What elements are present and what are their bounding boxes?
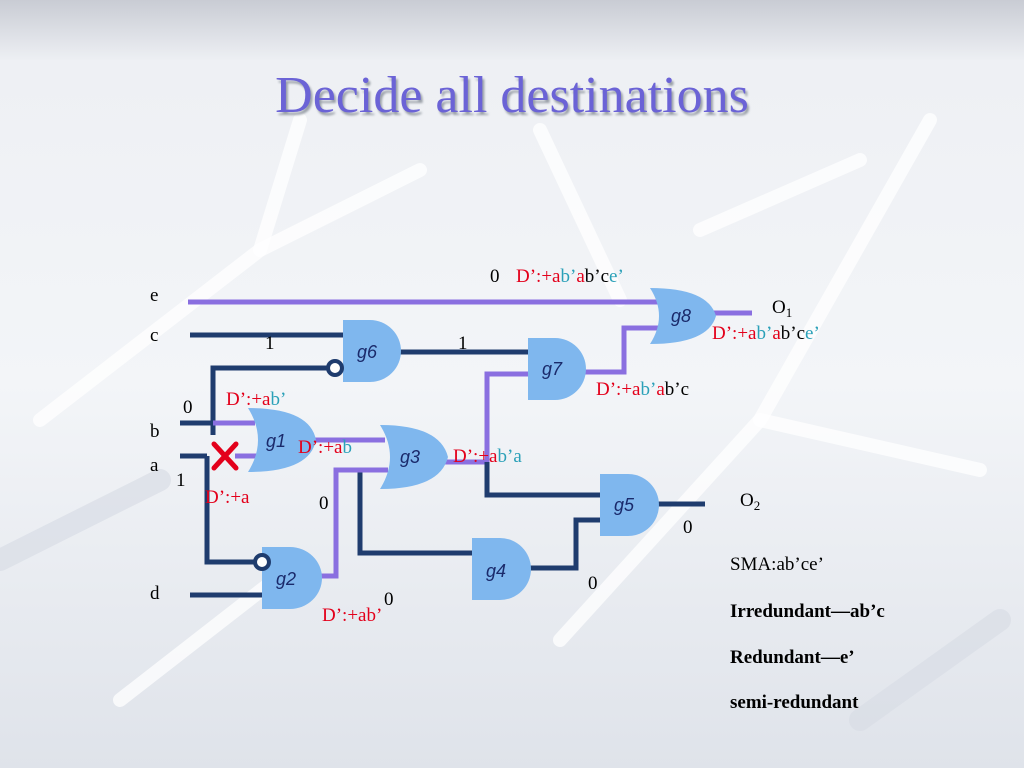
gate-g2-shape [262, 547, 322, 609]
note-semi-redundant: semi-redundant [730, 692, 859, 713]
gate-g5-label: g5 [614, 495, 635, 515]
output-o1-label: O1 [772, 297, 793, 320]
value-a: 1 [176, 470, 186, 491]
value-e: 0 [490, 266, 500, 287]
inversion-bubble-icon [326, 359, 344, 377]
input-e-label: e [150, 285, 159, 306]
note-irredundant: Irredundant—ab’c [730, 601, 885, 622]
input-d-label: d [150, 583, 160, 604]
inversion-bubble-icon [253, 553, 271, 571]
value-g3-in: 0 [319, 493, 329, 514]
dlabel-g1-in: D’:+ab’ [226, 389, 287, 410]
gate-g7-shape [528, 338, 586, 400]
input-c-label: c [150, 325, 159, 346]
output-o2-label: O2 [740, 490, 761, 513]
wire-g3-g5 [484, 462, 605, 498]
purple-wires [188, 299, 752, 579]
fault-x-icon [211, 441, 239, 471]
gate-g7-label: g7 [542, 359, 563, 379]
wire-g7-g8 [585, 325, 660, 375]
value-b: 0 [183, 397, 193, 418]
note-redundant: Redundant—e’ [730, 647, 855, 668]
wire-g2-g3 [318, 467, 388, 579]
gate-g4-shape [472, 538, 531, 600]
dlabel-g7-out: D’:+ab’ab’c [596, 379, 690, 400]
note-sma: SMA:ab’ce’ [730, 554, 824, 575]
gate-g1-label: g1 [266, 431, 287, 451]
dlabel-a-stem: D’:+a [205, 487, 250, 508]
gate-g6-label: g6 [357, 342, 378, 362]
input-b-label: b [150, 421, 160, 442]
gate-g5-shape [600, 474, 659, 536]
gate-g3-label: g3 [400, 447, 421, 467]
dlabel-g8-out: D’:+ab’ab’ce’ [712, 323, 820, 344]
wire-g4-g5 [530, 517, 605, 571]
dlabel-g3-out: D’:+ab’a [453, 446, 522, 467]
dlabel-g1-out: D’:+ab [298, 437, 352, 458]
slide-title: Decide all destinations [275, 67, 749, 124]
dark-wires [180, 332, 705, 598]
dlabel-g2-out: D’:+ab’ [322, 605, 383, 626]
dlabel-top: D’:+ab’ab’ce’ [516, 266, 624, 287]
gate-g8-shape [650, 288, 716, 344]
input-a-label: a [150, 455, 159, 476]
wire-a-branch-g2 [204, 456, 255, 565]
value-c: 1 [265, 333, 275, 354]
value-g5-out: 0 [683, 517, 693, 538]
gate-g4-label: g4 [486, 561, 507, 581]
gate-g2-label: g2 [276, 569, 297, 589]
wire-b-branch-g6 [210, 365, 330, 435]
wire-g3-g4 [357, 470, 472, 556]
gate-g3-shape [380, 425, 448, 489]
gate-g1-shape [248, 408, 316, 472]
wire-g3-g7 [440, 371, 528, 465]
gate-g6-shape [343, 320, 401, 382]
value-g4-out: 0 [588, 573, 598, 594]
value-g2-out: 0 [384, 589, 394, 610]
gate-g8-label: g8 [671, 306, 692, 326]
value-g6-out: 1 [458, 333, 468, 354]
